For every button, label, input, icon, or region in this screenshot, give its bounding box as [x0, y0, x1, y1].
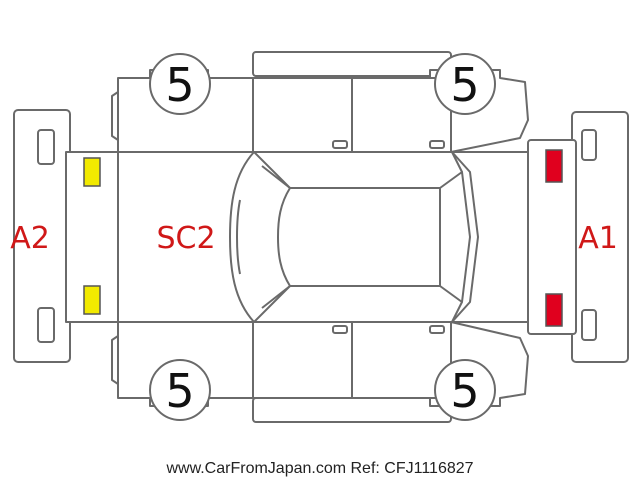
front-nose	[527, 139, 577, 335]
rear-window	[229, 151, 291, 323]
windshield	[439, 171, 471, 303]
tire-tread-value: 5	[165, 58, 194, 112]
door-handle-icon	[332, 140, 348, 149]
door-handle-icon	[429, 325, 445, 334]
side-top-strip	[252, 51, 452, 77]
side-bottom-strip	[252, 397, 452, 423]
front-light-marker-bottom	[545, 293, 563, 327]
tire-rear-bottom: 5	[149, 359, 211, 421]
watermark: www.CarFromJapan.com Ref: CFJ1116827	[165, 460, 473, 477]
rear-light-marker-bottom	[83, 285, 101, 315]
tire-tread-value: 5	[165, 364, 194, 418]
damage-code-front-bumper: A1	[578, 221, 618, 256]
door-handle-icon	[332, 325, 348, 334]
tire-front-top: 5	[434, 53, 496, 115]
tire-tread-value: 5	[450, 364, 479, 418]
tire-tread-value: 5	[450, 58, 479, 112]
body-top-view	[65, 139, 577, 335]
damage-code-rear-bumper: A2	[10, 221, 50, 256]
tire-front-bottom: 5	[434, 359, 496, 421]
front-bumper	[571, 111, 629, 363]
front-light-marker-top	[545, 149, 563, 183]
roof	[277, 187, 441, 287]
rear-light-marker-top	[83, 157, 101, 187]
damage-code-rear-area: SC2	[156, 221, 215, 256]
door-handle-icon	[429, 140, 445, 149]
tire-rear-top: 5	[149, 53, 211, 115]
